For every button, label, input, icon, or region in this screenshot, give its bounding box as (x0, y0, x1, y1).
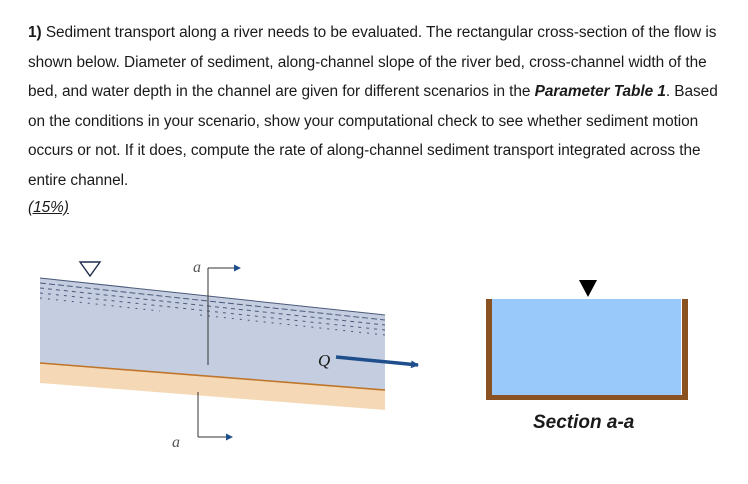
section-cut-line (197, 264, 241, 441)
section-a-a-label: Section a-a (533, 412, 635, 433)
sediment-bed-side (40, 363, 385, 410)
flow-arrow (335, 355, 419, 369)
problem-text: 1) Sediment transport along a river need… (28, 18, 728, 195)
cross-section-right-wall (682, 299, 688, 399)
cross-section-water (491, 299, 681, 396)
flow-label: Q (318, 351, 330, 370)
cross-section-bed (486, 395, 688, 400)
problem-text-part2: . Based on the conditions in your scenar… (28, 83, 718, 189)
cross-section-surface-symbol (579, 280, 597, 297)
cross-section-left-wall (486, 299, 492, 399)
problem-weight: (15%) (28, 199, 69, 216)
problem-text-part1: Sediment transport along a river needs t… (28, 24, 717, 100)
problem-statement: 1) Sediment transport along a river need… (28, 18, 728, 223)
parameter-table-reference: Parameter Table 1 (534, 83, 666, 100)
riverbed-line (39, 362, 386, 391)
water-surface-line (39, 277, 386, 316)
problem-number: 1) (28, 24, 42, 41)
water-surface-symbol (78, 261, 102, 278)
section-label-top: a (193, 259, 201, 276)
section-label-bottom: a (172, 434, 180, 451)
water-surface-ripples (39, 282, 386, 336)
